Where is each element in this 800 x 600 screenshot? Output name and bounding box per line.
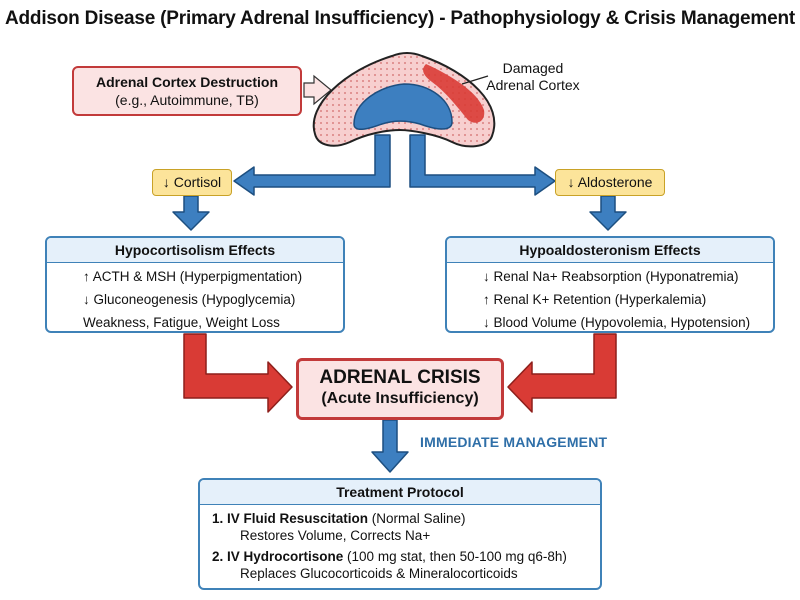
immediate-management-label: IMMEDIATE MANAGEMENT (420, 434, 608, 450)
step2-detail: (100 mg stat, then 50-100 mg q6-8h) (343, 549, 567, 564)
hypoaldosteronism-title: Hypoaldosteronism Effects (447, 238, 773, 263)
aldosterone-badge: ↓ Aldosterone (555, 169, 665, 196)
damaged-cortex-label: Damaged Adrenal Cortex (468, 60, 598, 94)
treatment-step-1: 1. IV Fluid Resuscitation (Normal Saline… (212, 510, 600, 527)
hypocortisolism-title: Hypocortisolism Effects (47, 238, 343, 263)
gland-to-hormones-arrows (172, 134, 627, 473)
treatment-protocol-box: Treatment Protocol 1. IV Fluid Resuscita… (198, 478, 602, 590)
step1-name: 1. IV Fluid Resuscitation (212, 511, 369, 526)
hypoaldosteronism-item: ↑ Renal K+ Retention (Hyperkalemia) (483, 292, 707, 307)
destruction-causes: (e.g., Autoimmune, TB) (115, 92, 259, 108)
hypoaldosteronism-item: ↓ Renal Na+ Reabsorption (Hyponatremia) (483, 269, 739, 284)
destruction-title: Adrenal Cortex Destruction (95, 74, 279, 90)
step2-name: 2. IV Hydrocortisone (212, 549, 344, 564)
damaged-label-line1: Damaged (502, 60, 564, 76)
step1-sub: Restores Volume, Corrects Na+ (240, 528, 431, 543)
hypocortisolism-effects-box: Hypocortisolism Effects ↑ ACTH & MSH (Hy… (45, 236, 345, 333)
crisis-subtitle: (Acute Insufficiency) (321, 390, 479, 407)
adrenal-crisis-box: ADRENAL CRISIS (Acute Insufficiency) (296, 358, 504, 420)
step2-sub: Replaces Glucocorticoids & Mineralocorti… (240, 566, 518, 581)
hypoaldosteronism-effects-box: Hypoaldosteronism Effects ↓ Renal Na+ Re… (445, 236, 775, 333)
adrenal-gland-icon (312, 52, 496, 148)
step1-detail: (Normal Saline) (368, 511, 466, 526)
hypocortisolism-item: ↓ Gluconeogenesis (Hypoglycemia) (83, 292, 296, 307)
effects-to-crisis-arrows (183, 333, 617, 413)
hypocortisolism-item: Weakness, Fatigue, Weight Loss (83, 315, 280, 330)
destruction-box: Adrenal Cortex Destruction (e.g., Autoim… (72, 66, 302, 116)
crisis-title: ADRENAL CRISIS (319, 367, 481, 388)
hypoaldosteronism-item: ↓ Blood Volume (Hypovolemia, Hypotension… (483, 315, 751, 330)
damaged-label-line2: Adrenal Cortex (486, 77, 580, 93)
hypocortisolism-item: ↑ ACTH & MSH (Hyperpigmentation) (83, 269, 303, 284)
treatment-title: Treatment Protocol (200, 480, 600, 505)
diagram-title: Addison Disease (Primary Adrenal Insuffi… (5, 8, 795, 29)
cortisol-badge: ↓ Cortisol (152, 169, 232, 196)
treatment-step-2: 2. IV Hydrocortisone (100 mg stat, then … (212, 548, 600, 565)
destruction-to-gland-arrow (303, 74, 332, 106)
